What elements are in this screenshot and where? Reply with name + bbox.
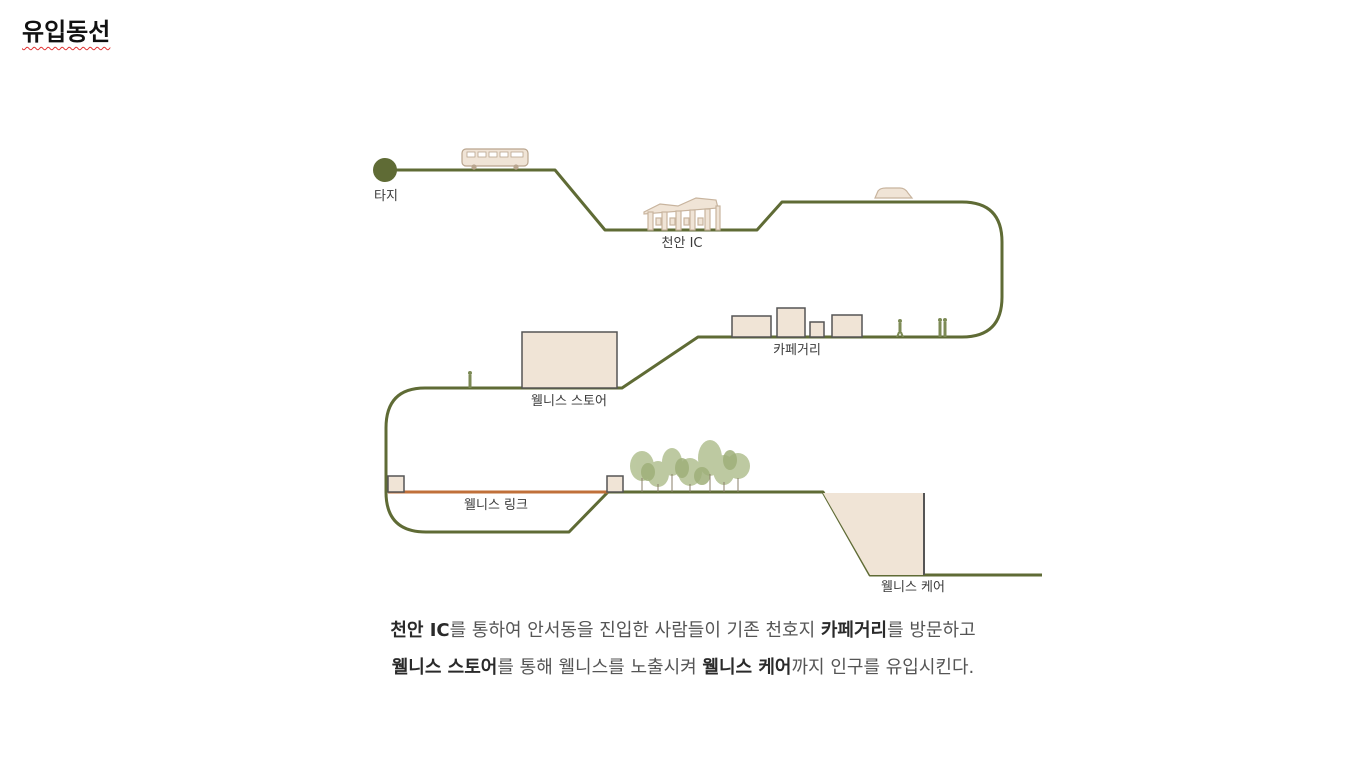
route-line	[384, 168, 1042, 577]
label-start: 타지	[374, 189, 398, 204]
cafe-street-buildings	[731, 307, 863, 338]
page-title: 유입동선	[22, 18, 111, 46]
caption-2-text-1: 를 통해 웰니스를 노출시켜	[497, 657, 703, 678]
label-wellness-care: 웰니스 케어	[881, 580, 945, 595]
label-ic: 천안 IC	[662, 236, 703, 251]
caption-1-bold-2: 카페거리	[820, 620, 888, 641]
tollgate-icon	[643, 197, 721, 231]
car-icon	[874, 187, 914, 199]
pedestrian-store-icon	[468, 371, 472, 388]
caption-2-bold-1: 웰니스 스토어	[391, 657, 498, 678]
start-node	[373, 158, 397, 182]
wellness-care-building	[823, 493, 924, 575]
caption-line-1: 천안 IC를 통하여 안서동을 진입한 사람들이 기존 천호지 카페거리를 방문…	[300, 616, 1066, 642]
caption-2-text-2: 까지 인구를 유입시킨다.	[791, 657, 975, 678]
caption-1-bold-1: 천안 IC	[390, 620, 450, 641]
pedestrians-pair-icon	[938, 318, 947, 337]
label-wellness-link: 웰니스 링크	[464, 498, 528, 513]
caption-1-text-1: 를 통하여 안서동을 진입한 사람들이 기존 천호지	[449, 620, 821, 641]
label-wellness-store: 웰니스 스토어	[531, 394, 607, 409]
bus-icon	[461, 148, 529, 170]
trees-icon	[630, 440, 750, 492]
link-left-pier	[387, 475, 405, 493]
pedestrian-icon	[896, 319, 904, 337]
caption-line-2: 웰니스 스토어를 통해 웰니스를 노출시켜 웰니스 케어까지 인구를 유입시킨다…	[300, 653, 1066, 679]
caption-2-bold-2: 웰니스 케어	[702, 657, 792, 678]
label-cafe-street: 카페거리	[773, 343, 821, 358]
link-right-pier	[606, 475, 624, 493]
caption-1-text-2: 를 방문하고	[887, 620, 976, 641]
wellness-store-building	[521, 331, 618, 389]
